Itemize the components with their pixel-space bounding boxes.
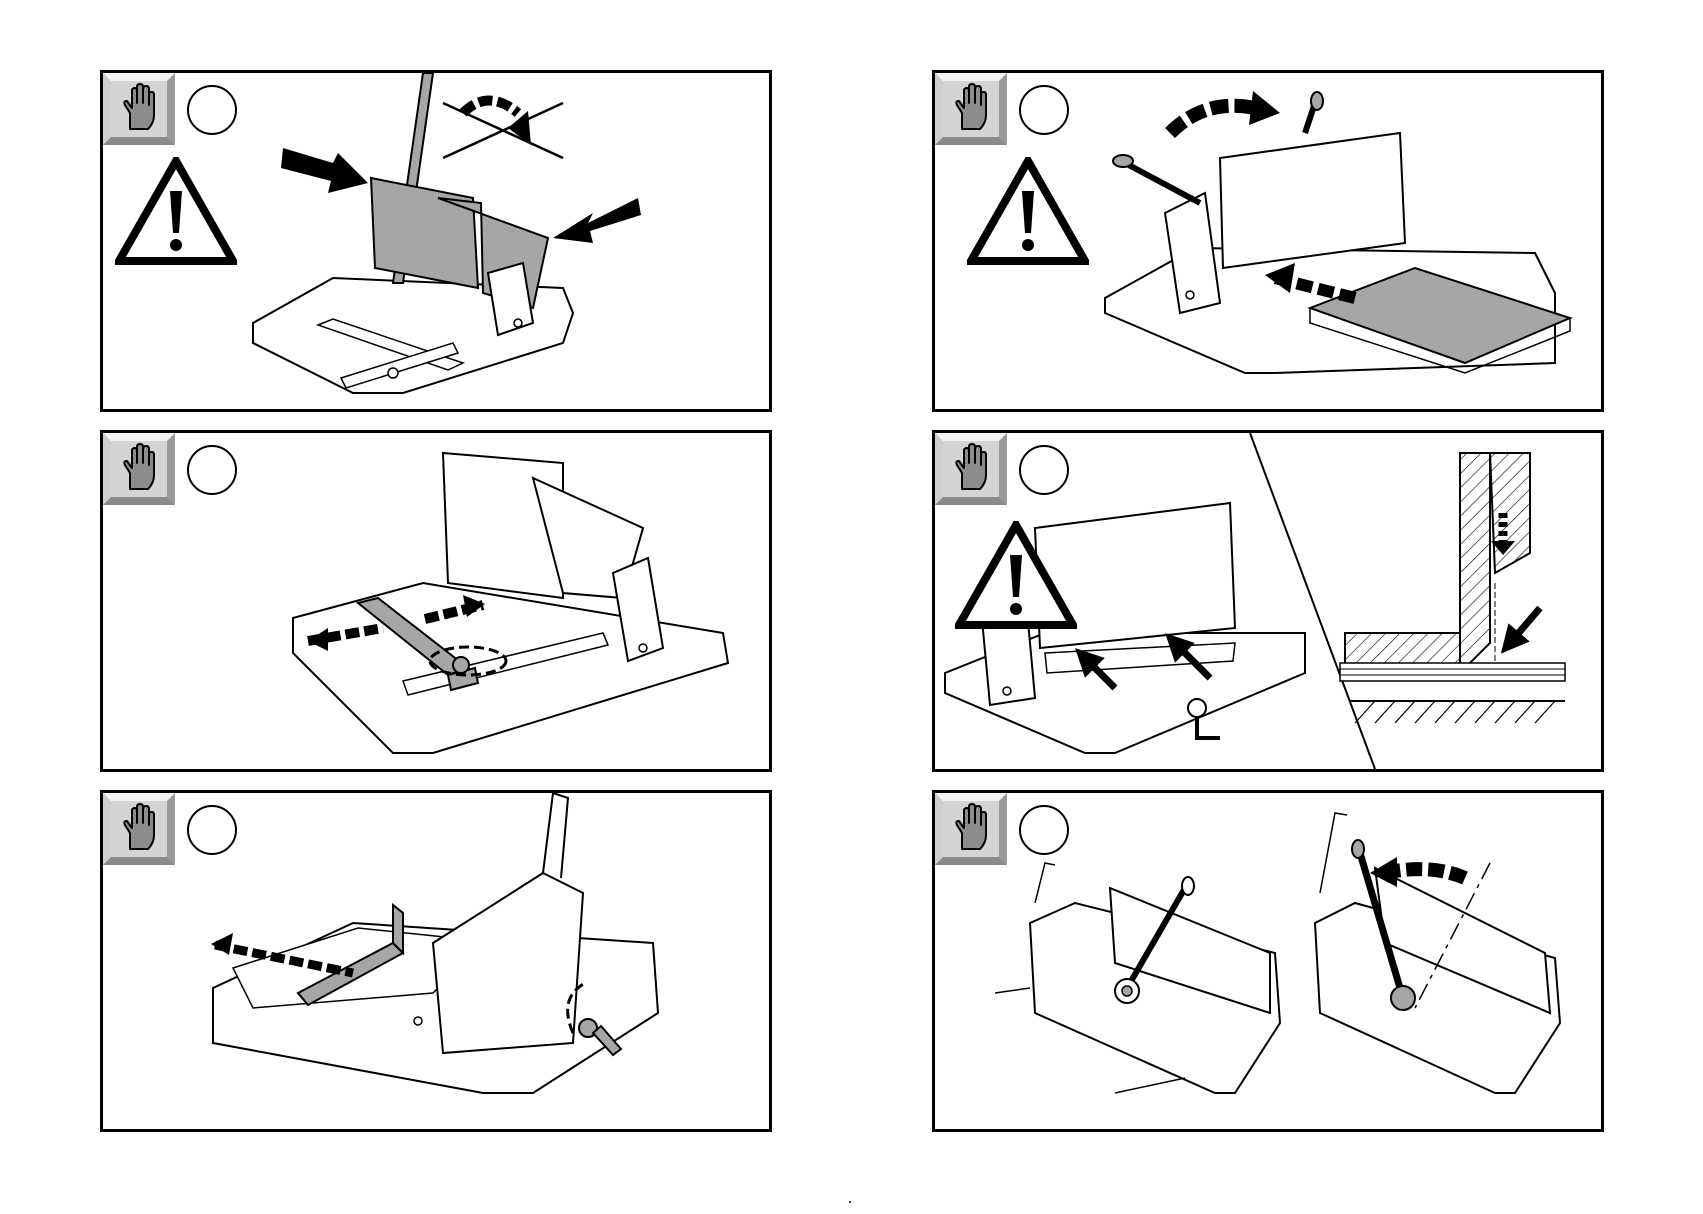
step-number-circle <box>187 85 237 135</box>
rotate-arrow-icon <box>1170 106 1255 133</box>
arrow-icon <box>553 198 641 243</box>
section-blade <box>1490 453 1530 573</box>
crank-handle <box>1188 699 1206 717</box>
step-number-circle <box>1019 805 1069 855</box>
panel-step-4 <box>932 70 1604 412</box>
glove-icon <box>103 433 175 505</box>
panel-step-6 <box>932 790 1604 1132</box>
panel-step-5 <box>932 430 1604 772</box>
glove-icon <box>935 433 1007 505</box>
rotate-arrow-icon <box>1395 869 1465 878</box>
panel-step-2 <box>100 430 772 772</box>
panel-step-1 <box>100 70 772 412</box>
step-number-circle <box>187 805 237 855</box>
warning-triangle-icon <box>115 157 237 265</box>
glove-icon <box>935 73 1007 145</box>
glove-icon <box>103 73 175 145</box>
glove-icon <box>935 793 1007 865</box>
front-guard <box>371 178 478 288</box>
paper-stack <box>1340 663 1565 681</box>
lever-hub <box>1391 986 1415 1010</box>
glove-icon <box>103 793 175 865</box>
page-mark <box>848 1200 852 1204</box>
divider-line <box>1250 433 1375 769</box>
step-number-circle <box>1019 85 1069 135</box>
housing <box>433 873 583 1053</box>
arrow-icon <box>1510 608 1540 643</box>
section-clamp <box>1460 453 1490 673</box>
panel-step-3 <box>100 790 772 1132</box>
rotate-arrow-icon <box>463 101 518 114</box>
lock-knob <box>453 657 469 673</box>
warning-triangle-icon <box>955 521 1077 629</box>
step-number-circle <box>1019 445 1069 495</box>
step-number-circle <box>187 445 237 495</box>
warning-triangle-icon <box>967 157 1089 265</box>
arrow-icon <box>281 148 368 193</box>
lever-arm <box>1125 163 1200 203</box>
